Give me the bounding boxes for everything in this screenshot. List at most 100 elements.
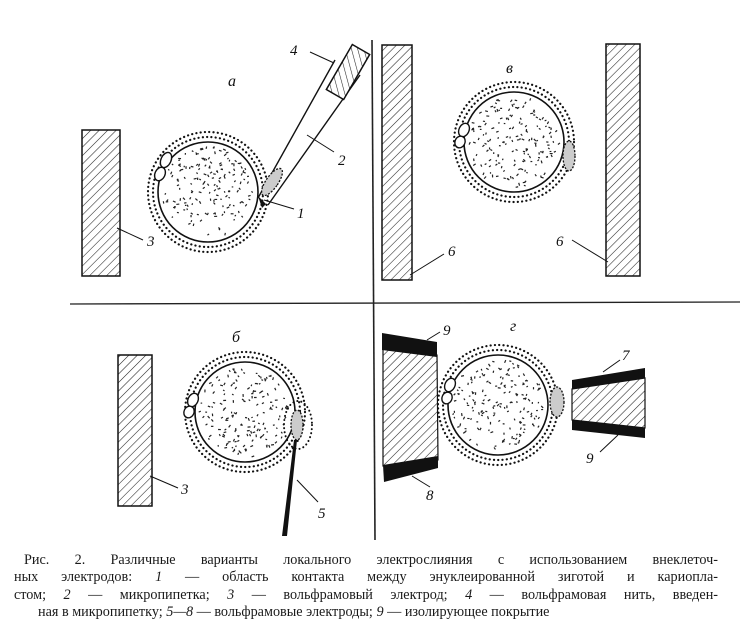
cytoplasm-stipple bbox=[203, 158, 206, 161]
cytoplasm-stipple bbox=[225, 151, 229, 154]
zygote-cell bbox=[183, 350, 307, 474]
cytoplasm-stipple bbox=[184, 204, 187, 206]
cytoplasm-stipple bbox=[218, 162, 222, 165]
cytoplasm-stipple bbox=[484, 142, 487, 145]
cytoplasm-stipple bbox=[508, 390, 511, 394]
cytoplasm-stipple bbox=[534, 173, 537, 177]
cytoplasm-stipple bbox=[244, 416, 248, 419]
cytoplasm-stipple bbox=[502, 169, 506, 173]
cytoplasm-stipple bbox=[256, 428, 259, 432]
cytoplasm-stipple bbox=[177, 180, 180, 182]
cytoplasm-stipple bbox=[542, 135, 545, 138]
cytoplasm-stipple bbox=[471, 122, 475, 124]
cytoplasm-stipple bbox=[516, 106, 520, 110]
cytoplasm-stipple bbox=[538, 127, 541, 131]
cytoplasm-stipple bbox=[189, 196, 192, 200]
cytoplasm-stipple bbox=[515, 393, 518, 397]
cytoplasm-stipple bbox=[274, 434, 278, 437]
cytoplasm-stipple bbox=[186, 208, 188, 211]
cytoplasm-stipple bbox=[246, 181, 250, 184]
cytoplasm-stipple bbox=[246, 433, 249, 437]
cytoplasm-stipple bbox=[219, 402, 223, 406]
cytoplasm-stipple bbox=[265, 376, 268, 380]
karyoplast bbox=[290, 409, 304, 441]
cytoplasm-stipple bbox=[452, 412, 455, 416]
cytoplasm-stipple bbox=[212, 146, 215, 149]
cytoplasm-stipple bbox=[530, 415, 533, 418]
cytoplasm-stipple bbox=[502, 423, 505, 425]
cytoplasm-stipple bbox=[518, 375, 520, 377]
cytoplasm-stipple bbox=[255, 372, 258, 375]
cytoplasm-stipple bbox=[247, 417, 250, 421]
cytoplasm-stipple bbox=[480, 164, 483, 167]
cytoplasm-stipple bbox=[179, 187, 181, 190]
panel-v: в 6 6 bbox=[381, 43, 641, 281]
cytoplasm-stipple bbox=[227, 189, 230, 193]
cytoplasm-stipple bbox=[496, 108, 499, 112]
cytoplasm-stipple bbox=[488, 165, 492, 168]
cytoplasm-stipple bbox=[218, 433, 221, 437]
cytoplasm-stipple bbox=[210, 425, 214, 428]
cytoplasm-stipple bbox=[232, 400, 235, 403]
cytoplasm-stipple bbox=[196, 172, 199, 175]
cytoplasm-stipple bbox=[533, 114, 536, 116]
cytoplasm-stipple bbox=[239, 181, 242, 185]
cytoplasm-stipple bbox=[198, 200, 202, 204]
cytoplasm-stipple bbox=[170, 171, 173, 175]
cytoplasm-stipple bbox=[466, 402, 469, 405]
cytoplasm-stipple bbox=[502, 377, 504, 380]
cytoplasm-stipple bbox=[206, 212, 209, 216]
cytoplasm-stipple bbox=[207, 437, 210, 440]
cytoplasm-stipple bbox=[234, 370, 236, 373]
cytoplasm-stipple bbox=[486, 115, 490, 117]
cytoplasm-stipple bbox=[205, 423, 208, 426]
cytoplasm-stipple bbox=[500, 382, 503, 386]
cytoplasm-stipple bbox=[223, 407, 227, 410]
cytoplasm-stipple bbox=[549, 150, 552, 153]
cytoplasm-stipple bbox=[248, 399, 251, 402]
cytoplasm-stipple bbox=[546, 141, 549, 143]
callout-2: 2 bbox=[338, 153, 346, 169]
cytoplasm-stipple bbox=[272, 404, 274, 407]
cytoplasm-stipple bbox=[503, 385, 507, 389]
cytoplasm-stipple bbox=[481, 373, 484, 375]
cytoplasm-stipple bbox=[495, 401, 499, 404]
cytoplasm-stipple bbox=[237, 210, 240, 214]
cytoplasm-stipple bbox=[472, 391, 475, 395]
cytoplasm-stipple bbox=[257, 422, 260, 425]
cytoplasm-stipple bbox=[221, 435, 225, 438]
cytoplasm-stipple bbox=[534, 142, 537, 144]
cytoplasm-stipple bbox=[499, 368, 503, 371]
cytoplasm-stipple bbox=[493, 152, 495, 155]
cytoplasm-stipple bbox=[523, 184, 526, 187]
cytoplasm-stipple bbox=[223, 175, 226, 179]
cytoplasm-stipple bbox=[176, 211, 179, 214]
cytoplasm-stipple bbox=[246, 429, 250, 432]
cytoplasm-stipple bbox=[198, 167, 201, 171]
zygote-cell bbox=[452, 80, 576, 204]
cytoplasm-stipple bbox=[493, 412, 496, 414]
cytoplasm-stipple bbox=[493, 447, 496, 450]
cytoplasm-stipple bbox=[491, 127, 495, 130]
cytoplasm-stipple bbox=[509, 114, 512, 117]
callout-9-bottom: 9 bbox=[586, 451, 594, 467]
cytoplasm-stipple bbox=[176, 178, 179, 181]
cytoplasm-stipple bbox=[518, 421, 522, 424]
cytoplasm-stipple bbox=[523, 428, 526, 431]
karyoplast bbox=[562, 140, 576, 172]
cytoplasm-stipple bbox=[521, 417, 525, 420]
cytoplasm-stipple bbox=[215, 170, 218, 172]
karyoplast bbox=[260, 167, 284, 197]
cytoplasm-stipple bbox=[475, 153, 478, 157]
cytoplasm-stipple bbox=[516, 173, 519, 177]
cytoplasm-stipple bbox=[223, 153, 227, 157]
cytoplasm-stipple bbox=[490, 148, 493, 152]
cytoplasm-stipple bbox=[515, 135, 519, 138]
callout-1: 1 bbox=[297, 206, 305, 222]
cytoplasm-stipple bbox=[552, 140, 555, 143]
cytoplasm-stipple bbox=[234, 159, 237, 163]
cytoplasm-stipple bbox=[502, 439, 505, 443]
cytoplasm-stipple bbox=[522, 158, 526, 162]
caption-number: 1 bbox=[155, 569, 163, 586]
cytoplasm-stipple bbox=[494, 110, 497, 113]
